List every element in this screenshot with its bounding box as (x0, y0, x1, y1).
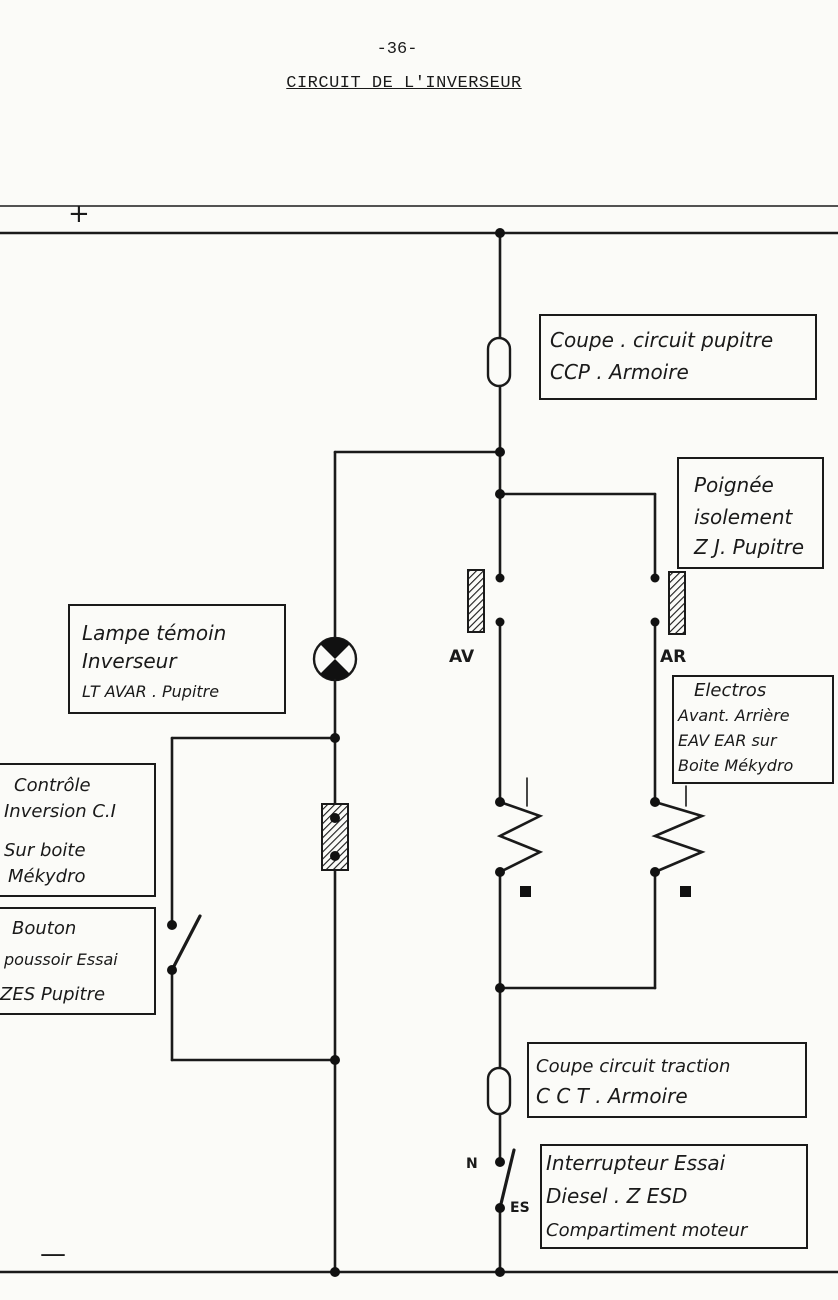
svg-text:Sur boite: Sur boite (4, 840, 86, 861)
label-controle: Contrôle Inversion C.I Sur boite Mékydro (0, 763, 156, 897)
node (495, 797, 505, 807)
svg-text:C C T . Armoire: C C T . Armoire (536, 1084, 688, 1108)
coil-ear (651, 800, 706, 874)
node (495, 228, 505, 238)
node (330, 733, 340, 743)
node (495, 1267, 505, 1277)
label-bouton: Bouton poussoir Essai ZES Pupitre (0, 907, 156, 1015)
label-lampe: Lampe témoin Inverseur LT AVAR . Pupitre (68, 604, 286, 714)
node (330, 813, 340, 823)
junction-nodes (167, 228, 660, 1277)
node (167, 965, 177, 975)
svg-text:Z J. Pupitre: Z J. Pupitre (693, 535, 804, 559)
node (495, 983, 505, 993)
node (495, 617, 505, 627)
node (167, 920, 177, 930)
indicator-lamp-cross (320, 637, 350, 681)
node (495, 573, 505, 583)
ar-contact (668, 571, 686, 635)
label-cct: Coupe circuit traction C C T . Armoire (527, 1042, 807, 1118)
label-ccp: Coupe . circuit pupitre CCP . Armoire (539, 314, 817, 400)
svg-text:Bouton: Bouton (12, 918, 76, 939)
n-label: N (466, 1156, 478, 1172)
svg-text:Mékydro: Mékydro (8, 866, 86, 887)
coil-ear-terminal (680, 886, 691, 897)
page-number: -36- (376, 40, 418, 59)
node (650, 617, 660, 627)
svg-text:Compartiment moteur: Compartiment moteur (546, 1220, 749, 1241)
node (495, 1157, 505, 1167)
negative-sign: — (40, 1239, 66, 1269)
svg-text:Contrôle: Contrôle (14, 775, 91, 796)
svg-text:Boite Mékydro: Boite Mékydro (678, 756, 794, 775)
zes-switch-blade (170, 914, 202, 972)
zesd-switch-blade (498, 1148, 516, 1210)
node (650, 573, 660, 583)
page-title: CIRCUIT DE L'INVERSEUR (286, 74, 522, 93)
svg-text:Interrupteur Essai: Interrupteur Essai (546, 1151, 726, 1175)
svg-text:Poignée: Poignée (694, 473, 774, 497)
label-electros: Electros Avant. Arrière EAV EAR sur Boit… (672, 675, 834, 784)
coil-eav-terminal (520, 886, 531, 897)
positive-sign: + (68, 199, 90, 229)
svg-text:Electros: Electros (694, 680, 766, 701)
svg-text:Coupe circuit traction: Coupe circuit traction (536, 1056, 730, 1077)
label-interrupteur: Interrupteur Essai Diesel . Z ESD Compar… (540, 1144, 808, 1249)
av-contact (467, 569, 485, 633)
svg-text:Coupe . circuit pupitre: Coupe . circuit pupitre (550, 328, 773, 352)
node (495, 1203, 505, 1213)
node (330, 851, 340, 861)
node (650, 797, 660, 807)
svg-text:poussoir Essai: poussoir Essai (3, 950, 118, 969)
node (495, 489, 505, 499)
svg-text:CCP . Armoire: CCP . Armoire (550, 360, 689, 384)
ar-label: AR (660, 647, 686, 667)
node (330, 1055, 340, 1065)
node (495, 447, 505, 457)
fuse-cct (486, 1066, 512, 1116)
svg-text:Avant. Arrière: Avant. Arrière (677, 706, 790, 725)
svg-text:Inverseur: Inverseur (82, 649, 178, 673)
svg-text:Lampe témoin: Lampe témoin (82, 621, 226, 645)
av-label: AV (449, 647, 475, 667)
es-label: ES (510, 1200, 530, 1216)
svg-text:Inversion C.I: Inversion C.I (4, 801, 116, 822)
svg-text:LT AVAR . Pupitre: LT AVAR . Pupitre (82, 682, 219, 701)
node (650, 867, 660, 877)
node (330, 1267, 340, 1277)
fuse-ccp (486, 336, 512, 388)
svg-text:isolement: isolement (694, 505, 794, 529)
svg-text:EAV EAR sur: EAV EAR sur (678, 731, 778, 750)
coil-eav (496, 800, 544, 874)
label-poignee: Poignée isolement Z J. Pupitre (677, 457, 824, 569)
svg-text:Diesel . Z ESD: Diesel . Z ESD (546, 1184, 687, 1208)
svg-text:ZES Pupitre: ZES Pupitre (0, 984, 105, 1005)
node (495, 867, 505, 877)
